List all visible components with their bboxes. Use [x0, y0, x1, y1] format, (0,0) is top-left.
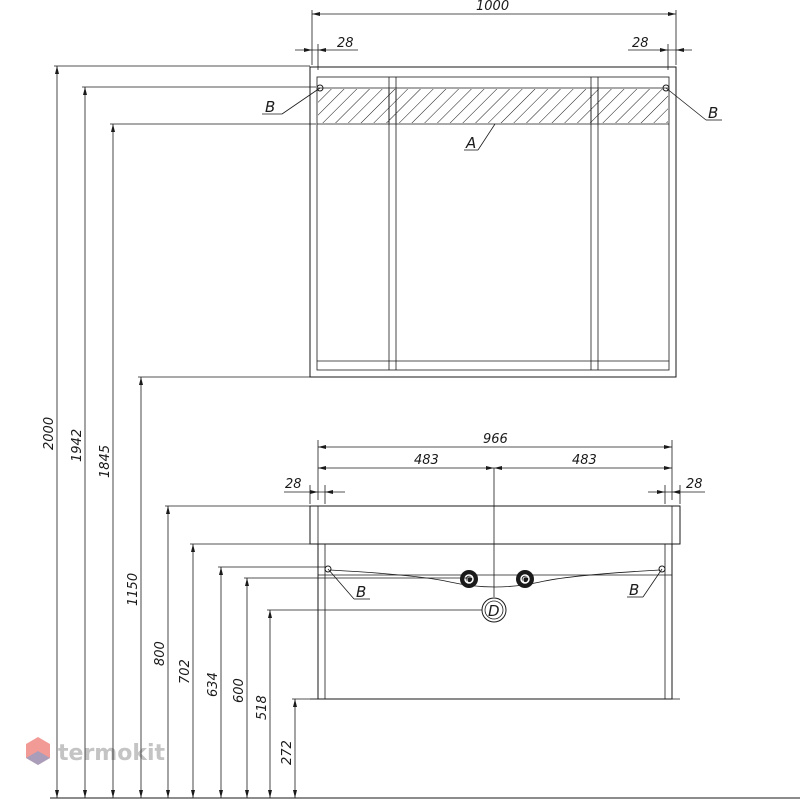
vanity-point-left-label: B — [356, 583, 366, 601]
vanity-half-dimensions: 483 483 — [318, 453, 672, 470]
height-dimension-2: 1942 — [70, 86, 316, 798]
lamp-label: A — [465, 134, 476, 152]
height-label: 800 — [153, 641, 168, 666]
mirror-point-left-callout: B — [262, 87, 321, 116]
mirror-width-label: 1000 — [476, 0, 509, 14]
height-label: 518 — [255, 695, 270, 720]
mirror-inset-right-label: 28 — [632, 36, 649, 51]
vanity-point-left-callout: B — [327, 568, 370, 601]
water-inlet-right: C — [516, 570, 534, 588]
height-label: 1942 — [70, 429, 85, 462]
mount-point-left — [324, 565, 332, 573]
vanity-unit — [309, 505, 681, 700]
height-dimensions: 2000 1942 1845 1150 800 702 634 600 518 272 — [42, 65, 482, 798]
height-dimension-8: 600 — [232, 577, 470, 798]
height-dimension-4: 1150 — [126, 376, 310, 798]
height-label: 272 — [280, 740, 295, 765]
mount-point-right — [658, 565, 666, 573]
height-dimension-1: 2000 — [42, 65, 310, 798]
vanity-inset-right-label: 28 — [686, 477, 703, 492]
height-dimension-3: 1845 — [98, 123, 316, 798]
lamp-callout: A — [464, 123, 496, 152]
mirror-inset-left-dimension: 28 — [295, 36, 358, 70]
vanity-inset-left-label: 28 — [285, 477, 302, 492]
vanity-half-left-label: 483 — [414, 453, 439, 468]
height-label: 1845 — [98, 445, 113, 478]
height-dimension-9: 518 — [255, 609, 482, 798]
mount-point-right — [662, 84, 670, 92]
vanity-half-right-label: 483 — [572, 453, 597, 468]
height-label: 634 — [206, 672, 221, 697]
vanity-inset-left-dimension: 28 — [284, 477, 345, 504]
vanity-inset-right-dimension: 28 — [648, 477, 705, 504]
mirror-width-dimension: 1000 — [311, 0, 677, 65]
watermark: termokit — [26, 737, 165, 766]
vanity-width-label: 966 — [483, 432, 508, 447]
height-label: 2000 — [42, 417, 57, 450]
mirror-point-right-callout: B — [665, 87, 722, 122]
vanity-width-dimension: 966 — [317, 432, 673, 500]
vanity-point-right-label: B — [629, 581, 639, 599]
watermark-text: termokit — [58, 741, 165, 766]
mirror-cabinet — [309, 66, 677, 378]
drain-outlet: D — [481, 468, 507, 623]
height-label: 1150 — [126, 573, 141, 606]
water-inlet-left: C — [460, 570, 478, 588]
lamp-hatch — [318, 89, 668, 123]
mirror-point-left-label: B — [265, 98, 275, 116]
height-dimension-5: 800 — [153, 505, 310, 798]
water-inlet-left-label: C — [466, 576, 472, 586]
height-label: 600 — [232, 678, 247, 703]
height-dimension-10: 272 — [280, 698, 318, 798]
height-dimension-6: 702 — [178, 543, 318, 798]
mirror-inset-right-dimension: 28 — [628, 36, 692, 70]
basin-bowl — [329, 569, 661, 588]
height-dimension-7: 634 — [206, 566, 326, 798]
drain-label: D — [488, 602, 500, 620]
height-label: 702 — [178, 659, 193, 684]
mirror-inset-left-label: 28 — [337, 36, 354, 51]
vanity-point-right-callout: B — [627, 568, 663, 599]
water-inlet-right-label: C — [522, 576, 528, 586]
mirror-point-right-label: B — [708, 104, 718, 122]
mount-point-left — [316, 84, 324, 92]
